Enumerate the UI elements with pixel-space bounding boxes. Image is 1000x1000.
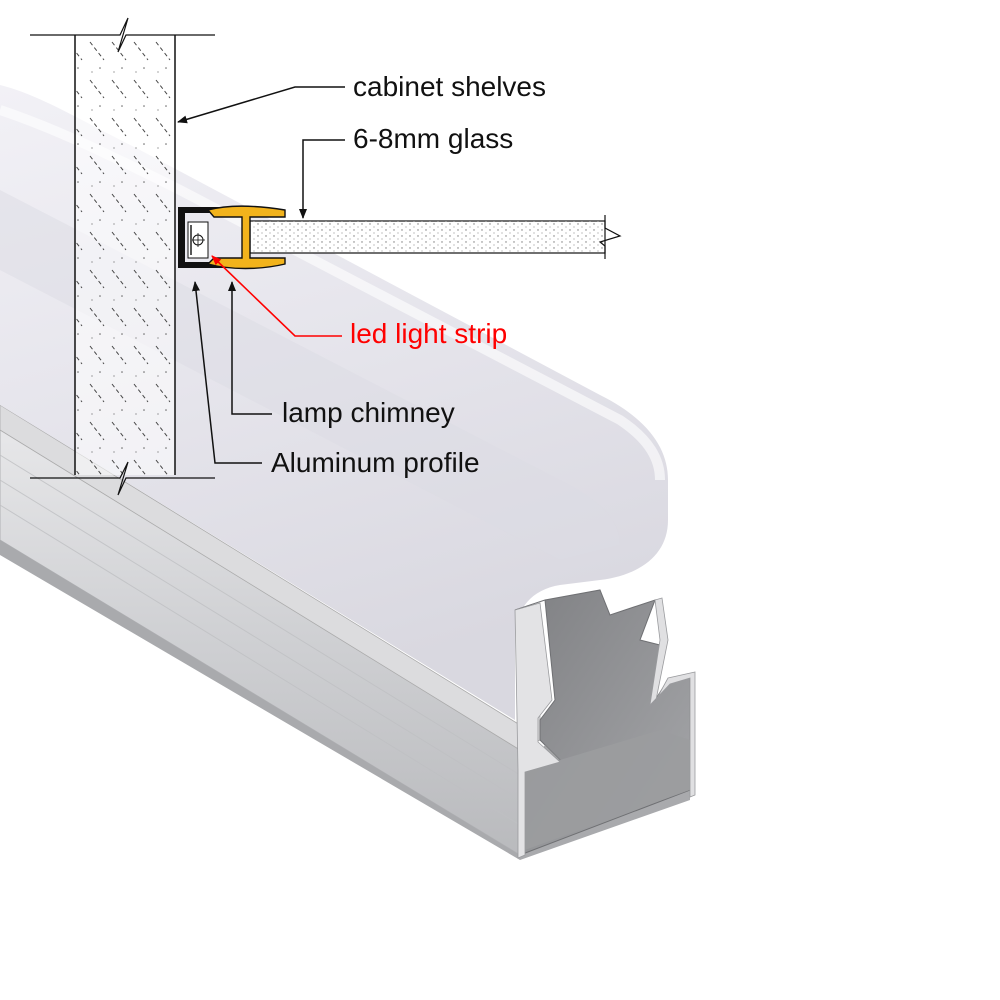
label-aluminum-profile: Aluminum profile: [271, 447, 480, 478]
glass-break: [598, 215, 622, 259]
aluminum-brush-lines: [0, 454, 521, 826]
aluminum-profile-section: [178, 207, 212, 268]
leader-lamp-chimney: [228, 281, 272, 415]
label-lamp-chimney: lamp chimney: [282, 397, 455, 428]
lamp-chimney-section: [206, 205, 286, 270]
label-glass: 6-8mm glass: [353, 123, 513, 154]
label-led-strip: led light strip: [350, 318, 507, 349]
wall-break-bottom: [30, 461, 215, 496]
aluminum-channel-floor: [525, 730, 690, 850]
leader-aluminum-profile: [192, 281, 262, 464]
aluminum-end-rim: [514, 602, 561, 859]
leader-cabinet-shelves: [177, 86, 345, 124]
wall-break-top: [30, 17, 215, 53]
cross-section-drawing: [30, 17, 622, 496]
label-cabinet-shelves: cabinet shelves: [353, 71, 546, 102]
aluminum-end-rim-right: [649, 597, 696, 798]
leader-led-strip: [211, 255, 342, 337]
cabinet-wall-hatch: [75, 35, 175, 475]
leader-lines: [177, 86, 345, 464]
glass-sheet-texture: [250, 221, 605, 253]
leader-glass: [299, 139, 345, 219]
